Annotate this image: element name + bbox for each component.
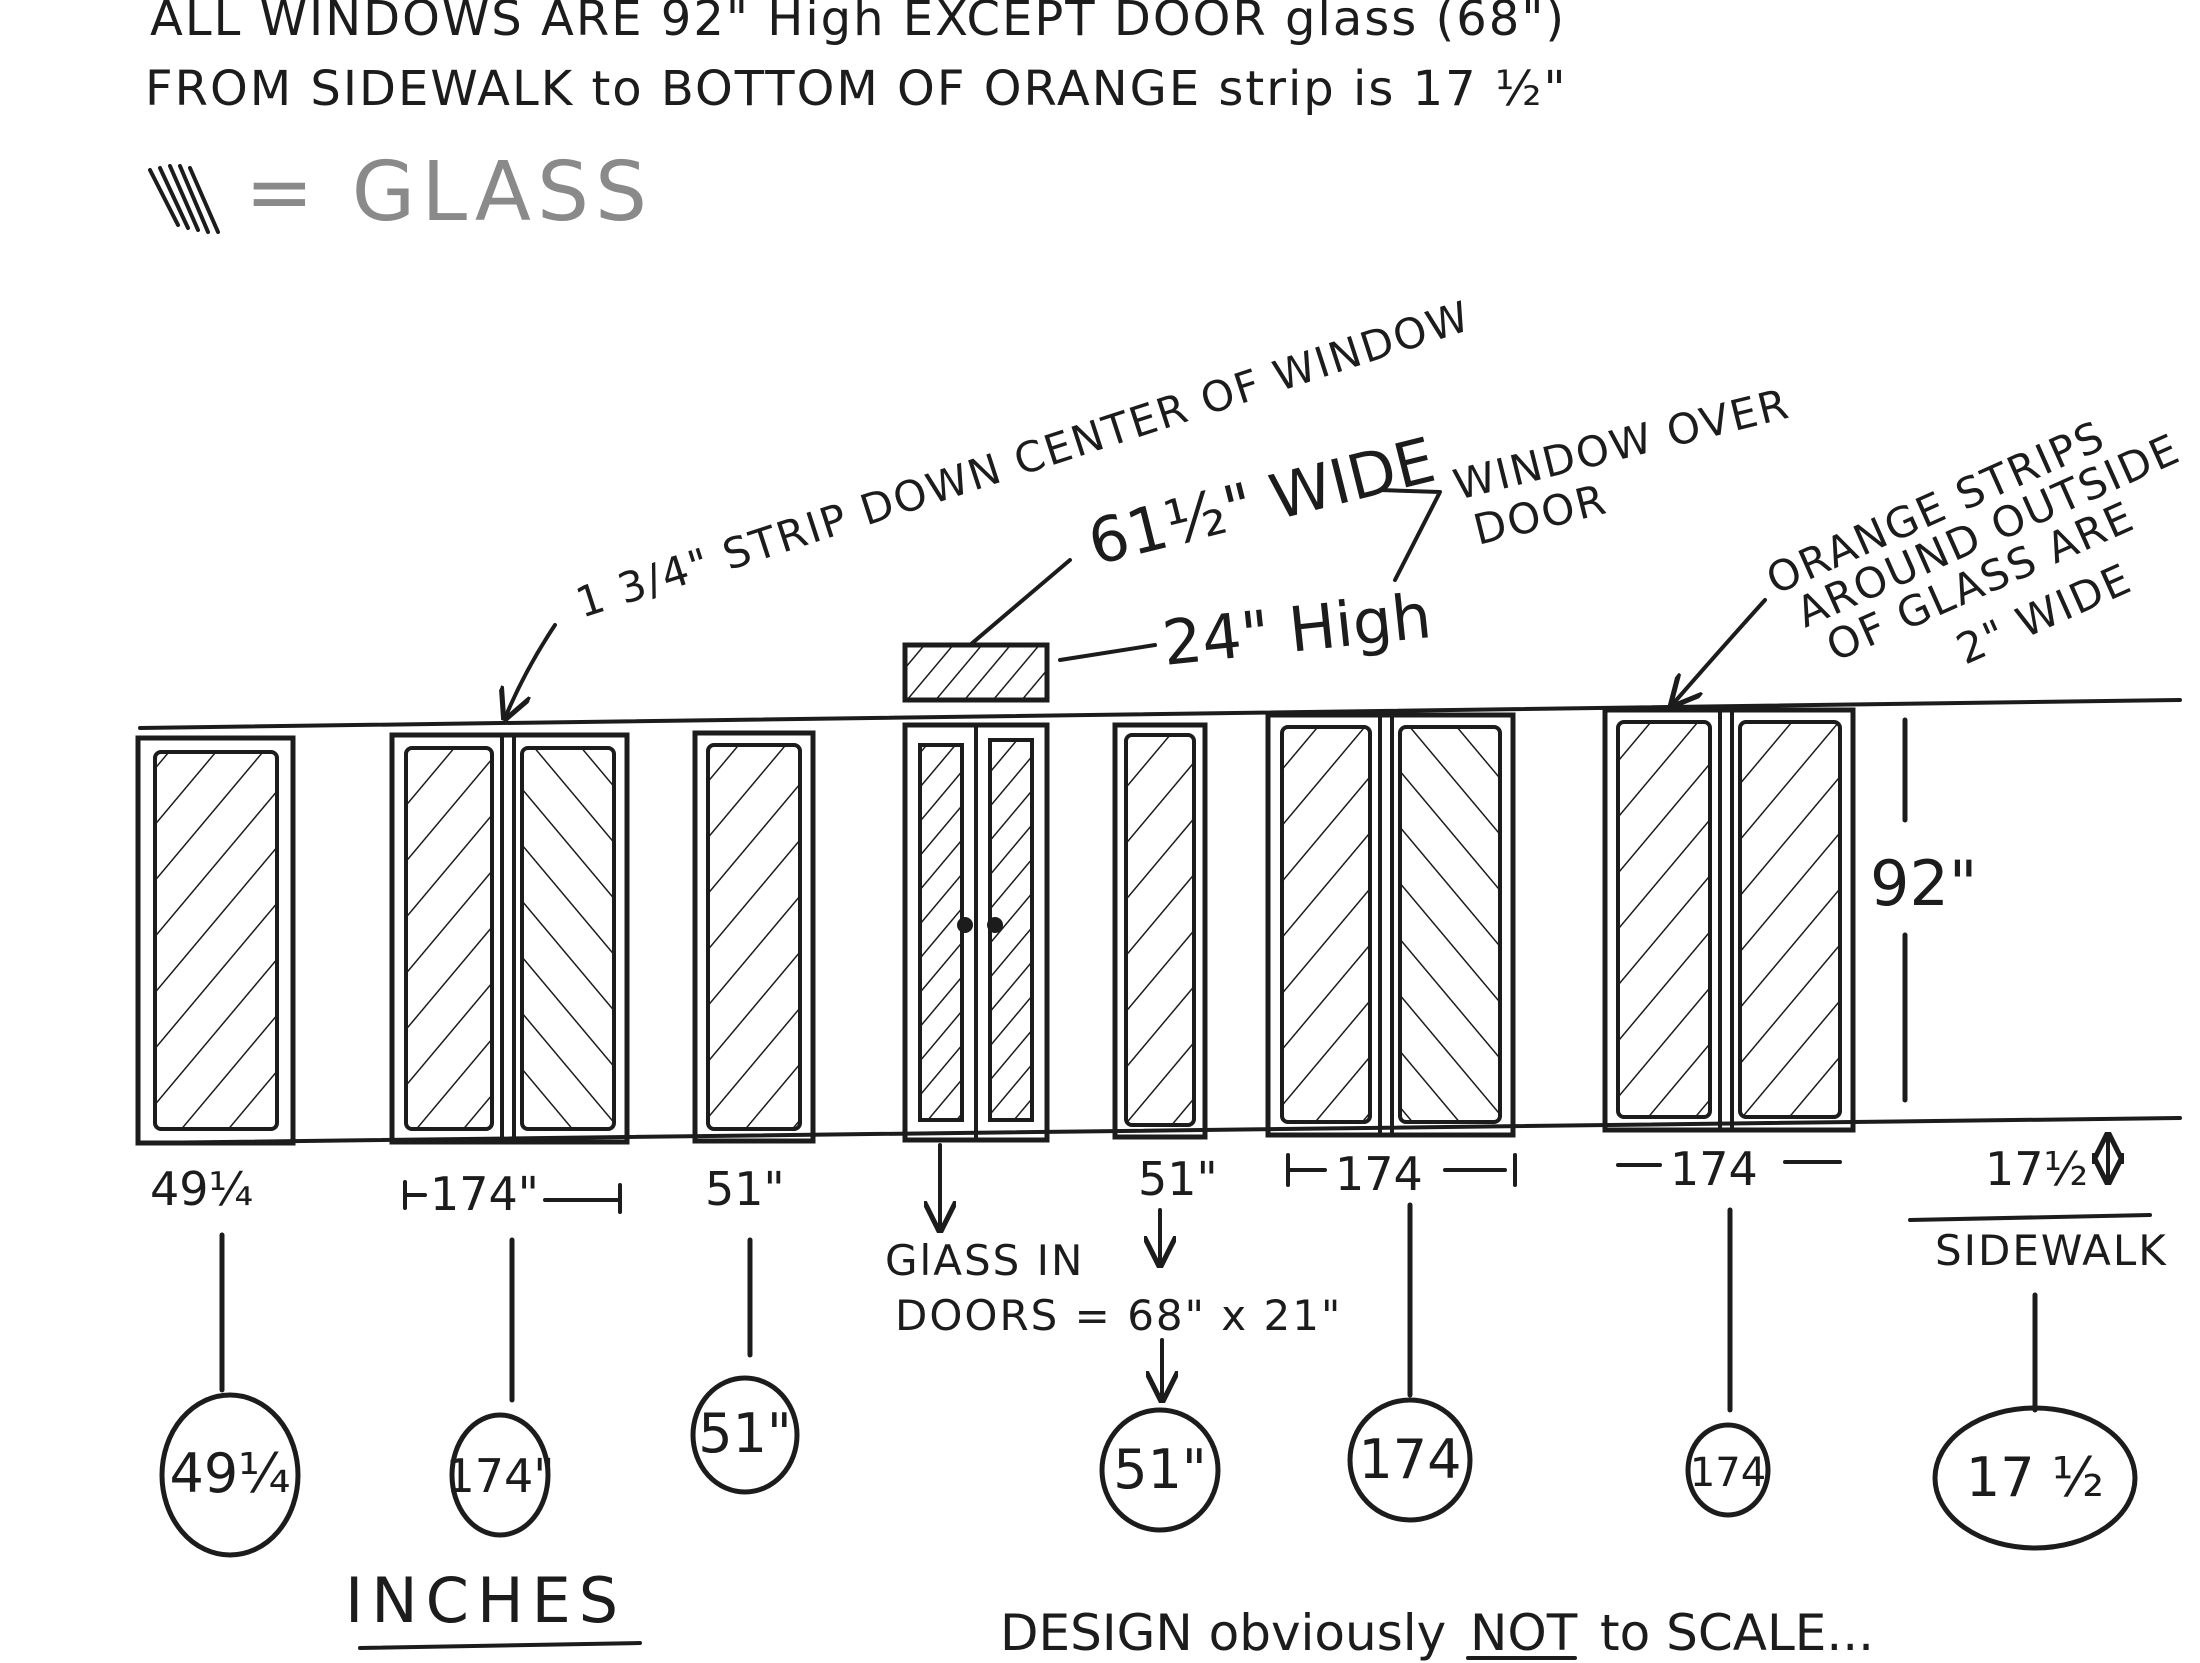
door-glass-line-2: DOORS = 68" x 21" [895,1291,1342,1340]
units-underline [358,1641,642,1650]
hatch-lines-icon [148,164,220,234]
circled-total-6-label: 174 [1358,1428,1461,1491]
circled-total-6: 174 [1347,1397,1473,1523]
orange-strips-arrow [1672,598,1767,705]
note-not: NOT [1470,1604,1578,1662]
circled-total-5: 51" [1099,1407,1221,1533]
circled-total-3-label: 51" [698,1402,792,1465]
transom-height-label: 24" High [1159,579,1435,680]
window-bay-6 [1265,712,1516,1138]
transom-width-leader [968,558,1072,647]
circled-total-5-label: 51" [1113,1438,1207,1501]
glass-pane [404,746,494,1131]
storefront-bottom-line [138,1116,2182,1145]
sidewalk-line [1908,1213,2152,1222]
width-label-7: 174 [1670,1142,1758,1196]
glass-pane [1616,720,1712,1119]
circled-total-3: 51" [690,1375,800,1495]
door-glass-left [918,743,964,1122]
circled-total-7-label: 174 [1690,1450,1766,1496]
sidewalk-label: SIDEWALK [1935,1226,2168,1275]
units-label: INCHES [345,1564,626,1637]
double-door-bay [902,722,1050,1143]
circled-total-8: 17 ½ [1932,1405,2138,1551]
width-label-3: 51" [705,1162,785,1216]
orange-strips-note: ORANGE STRIPS AROUND OUTSIDE OF GLASS AR… [1759,411,2187,674]
sidewalk-offset-label: 17½ [1985,1142,2088,1196]
door-handle-left [957,917,973,933]
window-bay-7 [1602,707,1856,1133]
transom-height-leader [1058,643,1157,662]
circled-total-2: 174" [446,1412,555,1538]
note-prefix: DESIGN obviously [1000,1604,1446,1662]
glass-pane [1124,733,1196,1127]
window-bay-3 [692,730,816,1144]
header-line-1: ALL WINDOWS ARE 92" High EXCEPT DOOR gla… [150,0,1566,47]
width-label-1: 49¼ [150,1162,253,1216]
width-label-6: 174 [1335,1147,1423,1201]
storefront-top-line [138,698,2182,730]
width-label-5: 51" [1138,1152,1218,1206]
note-suffix: to SCALE... [1600,1604,1874,1662]
window-over-door-label-1: WINDOW OVER [1449,379,1795,510]
header-line-2: FROM SIDEWALK to BOTTOM OF ORANGE strip … [145,61,1568,117]
glass-pane [1398,725,1502,1124]
door-glass-line-1: GlASS IN [885,1236,1084,1285]
circled-total-1: 49¼ [159,1392,301,1558]
center-strip-arrow [505,623,557,718]
glass-pane [1280,725,1372,1124]
transom-window [902,642,1050,703]
window-bay-2 [389,732,630,1145]
window-bay-1 [135,735,296,1146]
window-bay-5 [1112,722,1208,1140]
circled-total-1-label: 49¼ [169,1442,290,1505]
height-92-label: 92" [1870,847,1977,920]
circled-total-8-label: 17 ½ [1966,1446,2104,1509]
glass-pane [520,746,616,1131]
circled-total-2-label: 174" [446,1449,555,1503]
window-over-door-bracket [1378,488,1442,582]
glass-pane [153,750,279,1131]
legend-label: = GLASS [245,145,653,240]
circled-total-7: 174 [1685,1422,1771,1518]
door-handle-right [987,917,1003,933]
glass-pane [1738,720,1842,1119]
glass-pane [706,743,802,1131]
width-label-2: 174" [430,1167,539,1221]
